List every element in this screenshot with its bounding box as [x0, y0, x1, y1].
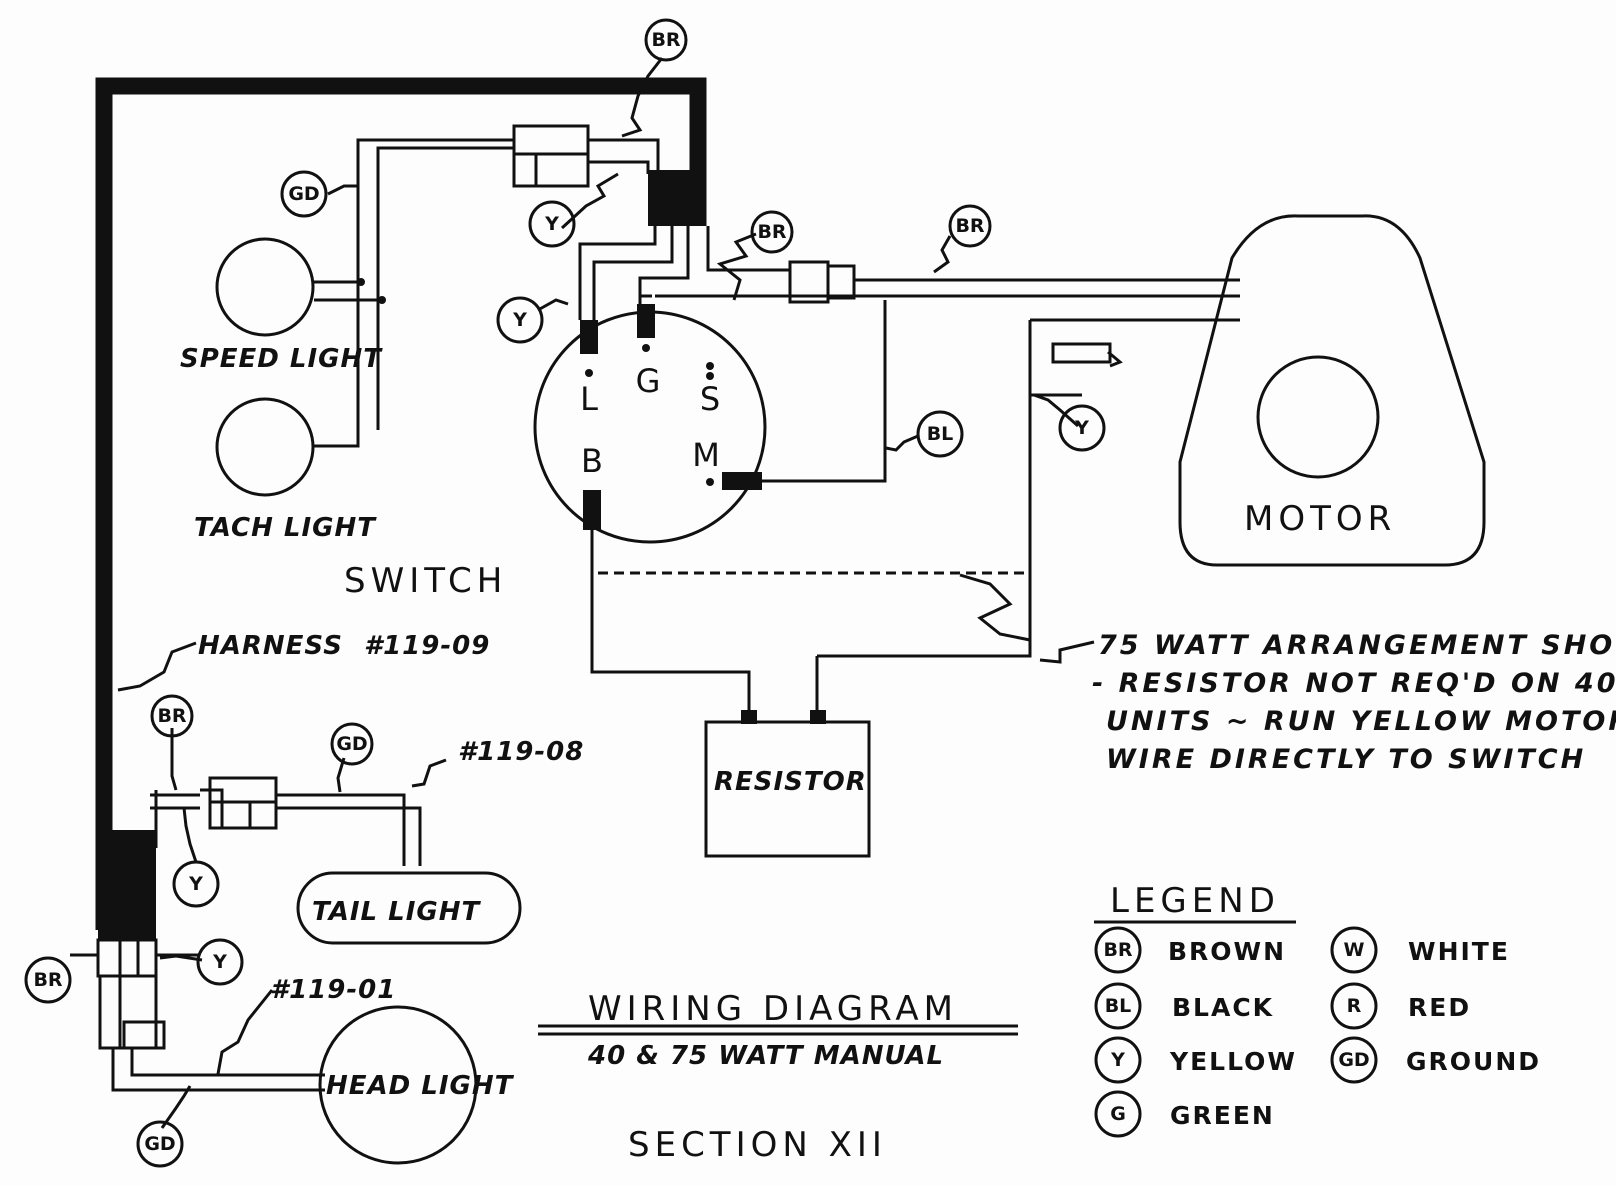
tach-light-label: TACH LIGHT — [194, 513, 377, 543]
head-connector — [96, 938, 158, 978]
legend-item-red: R RED — [1330, 982, 1471, 1030]
wire-tag-gd: GD — [136, 1120, 184, 1168]
wire-tag-br: BR — [644, 18, 688, 62]
resistor-label: RESISTOR — [714, 767, 867, 797]
head-harness-number: #119-01 — [270, 975, 396, 1005]
svg-text:GD: GD — [288, 183, 319, 205]
speed-light — [215, 237, 315, 337]
svg-text:BL: BL — [1105, 995, 1132, 1017]
svg-text:GD: GD — [144, 1133, 175, 1155]
switch-terminal-b-lug — [583, 490, 601, 530]
wire-tag-br: BR — [150, 694, 194, 738]
resistor — [704, 720, 871, 858]
svg-text:R: R — [1347, 995, 1362, 1017]
switch-terminal-l: L — [580, 380, 598, 418]
main-harness — [95, 77, 707, 930]
legend-item-brown: BR BROWN — [1094, 926, 1286, 974]
note-line-2: - RESISTOR NOT REQ'D ON 40W — [1092, 668, 1616, 699]
switch-terminal-m-lug — [722, 472, 762, 490]
ignition-switch — [533, 310, 767, 544]
switch-label: SWITCH — [344, 561, 507, 601]
wire-tag-br: BR — [750, 210, 794, 254]
wire-tag-br: BR — [24, 956, 72, 1004]
svg-text:Y: Y — [212, 951, 227, 973]
svg-text:BR: BR — [955, 215, 984, 237]
motor — [1178, 214, 1486, 567]
legend-item-ground: GD GROUND — [1330, 1036, 1541, 1084]
section-label: SECTION XII — [628, 1125, 887, 1165]
wire-tag-bl: BL — [916, 410, 964, 458]
note-line-3: UNITS ~ RUN YELLOW MOTOR — [1106, 706, 1616, 737]
motor-shaft — [1256, 355, 1380, 479]
tail-light-label: TAIL LIGHT — [312, 897, 481, 927]
svg-text:GD: GD — [1338, 1049, 1369, 1071]
switch-terminal-l-lug — [580, 320, 598, 354]
upper-connector-b — [512, 152, 590, 188]
diagram-subtitle: 40 & 75 WATT MANUAL — [587, 1041, 944, 1071]
wire-tag-y: Y — [496, 296, 544, 344]
svg-text:Y: Y — [1074, 417, 1089, 439]
harness-number: #119-09 — [364, 631, 490, 661]
svg-text:BROWN: BROWN — [1168, 937, 1286, 966]
svg-text:BR: BR — [157, 705, 186, 727]
svg-text:WHITE: WHITE — [1408, 937, 1510, 966]
legend-item-yellow: Y YELLOW — [1094, 1036, 1297, 1084]
legend-item-white: W WHITE — [1330, 926, 1510, 974]
svg-text:Y: Y — [512, 309, 527, 331]
note-line-1: 75 WATT ARRANGEMENT SHOWN — [1098, 630, 1616, 661]
motor-label: MOTOR — [1244, 499, 1396, 539]
wire-tag-gd: GD — [280, 170, 328, 218]
tail-light — [296, 871, 522, 945]
rear-harness-number: #119-08 — [458, 737, 584, 767]
note-line-4: WIRE DIRECTLY TO SWITCH — [1106, 744, 1586, 775]
svg-text:BR: BR — [33, 969, 62, 991]
svg-text:BL: BL — [927, 423, 954, 445]
svg-text:Y: Y — [188, 873, 203, 895]
legend-heading: LEGEND — [1110, 881, 1280, 921]
legend-item-black: BL BLACK — [1094, 982, 1274, 1030]
wire-tag-br: BR — [948, 204, 992, 248]
wire-tag-gd: GD — [330, 722, 374, 766]
wire-tag-y: Y — [172, 860, 220, 908]
svg-text:BLACK: BLACK — [1172, 993, 1274, 1022]
harness-block-top — [648, 170, 706, 226]
svg-text:Y: Y — [1110, 1049, 1125, 1071]
svg-text:GROUND: GROUND — [1406, 1047, 1541, 1076]
wire-tag-y: Y — [1058, 404, 1106, 452]
svg-text:Y: Y — [544, 213, 559, 235]
svg-text:W: W — [1344, 939, 1365, 961]
svg-text:GREEN: GREEN — [1170, 1101, 1275, 1130]
switch-terminal-m: M — [692, 436, 720, 474]
svg-text:RED: RED — [1408, 993, 1471, 1022]
tach-light — [215, 397, 315, 497]
diagram-title: WIRING DIAGRAM — [588, 989, 958, 1029]
legend-item-green: G GREEN — [1094, 1090, 1275, 1138]
svg-text:BR: BR — [757, 221, 786, 243]
svg-text:GD: GD — [336, 733, 367, 755]
harness-label: HARNESS — [198, 631, 343, 661]
upper-connector — [512, 124, 590, 156]
wire-tag-y: Y — [196, 938, 244, 986]
svg-text:YELLOW: YELLOW — [1169, 1047, 1297, 1076]
wire-tag-y: Y — [528, 200, 576, 248]
harness-block-left — [98, 830, 156, 940]
head-light — [318, 1005, 478, 1165]
switch-terminal-s: S — [700, 380, 720, 418]
head-light-label: HEAD LIGHT — [326, 1071, 515, 1101]
switch-terminal-g: G — [636, 362, 661, 400]
switch-terminal-b: B — [581, 442, 603, 480]
speed-light-label: SPEED LIGHT — [180, 344, 383, 374]
svg-text:G: G — [1110, 1103, 1126, 1125]
svg-text:BR: BR — [651, 29, 680, 51]
svg-text:BR: BR — [1103, 939, 1132, 961]
switch-terminal-g-lug — [637, 304, 655, 338]
